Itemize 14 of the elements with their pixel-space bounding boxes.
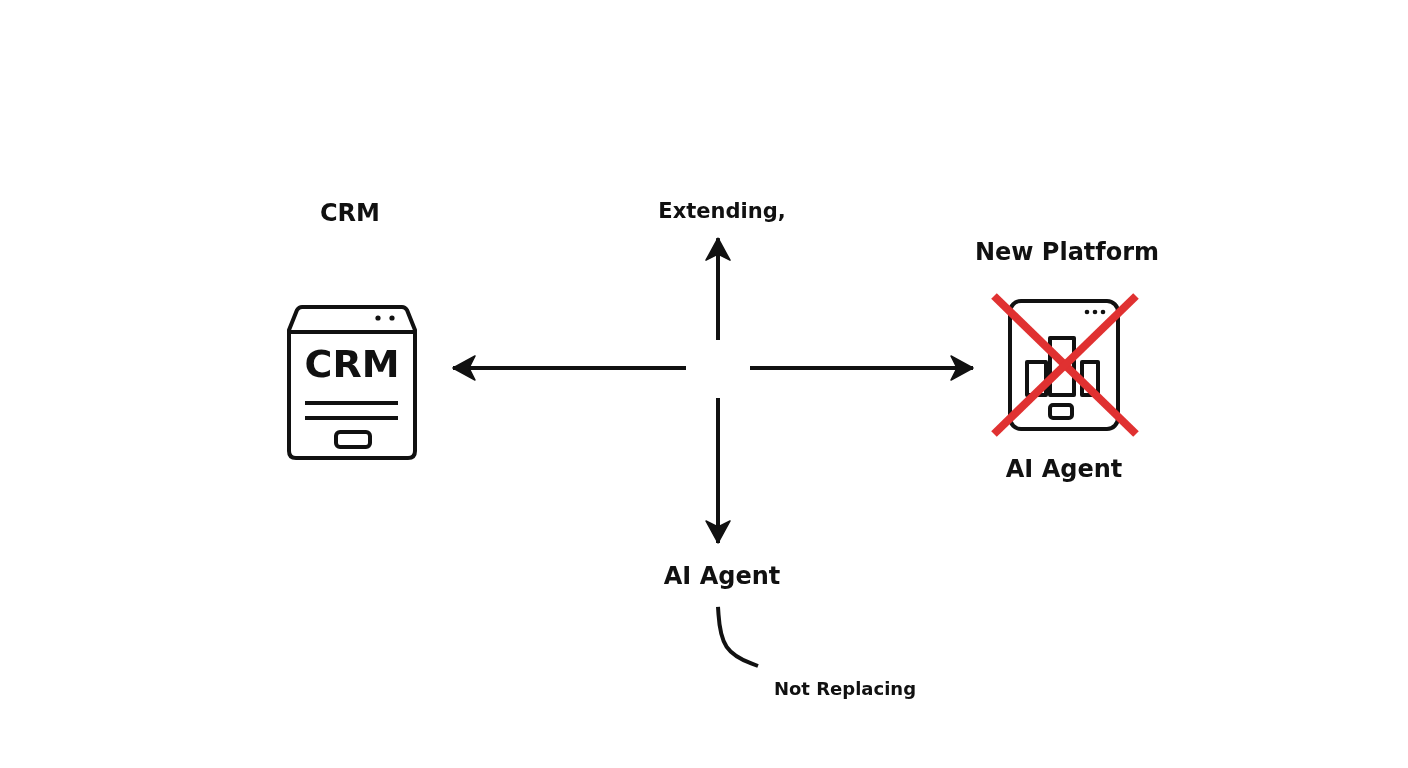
direction-label: Extending, (658, 199, 786, 225)
arrow (750, 355, 974, 381)
window-label: CRM (303, 345, 401, 383)
node-label: AI Agent (1005, 455, 1123, 484)
arrow (452, 355, 686, 381)
arrow (705, 398, 731, 544)
node-label: AI Agent (663, 562, 781, 591)
heading: New Platform (974, 238, 1160, 267)
app-window-box (287, 305, 417, 460)
annotation: Not Replacing (773, 678, 917, 700)
curved-line (716, 606, 759, 668)
heading: CRM (320, 199, 380, 228)
arrow (705, 237, 731, 340)
crossed-out-app-icon (990, 292, 1140, 438)
